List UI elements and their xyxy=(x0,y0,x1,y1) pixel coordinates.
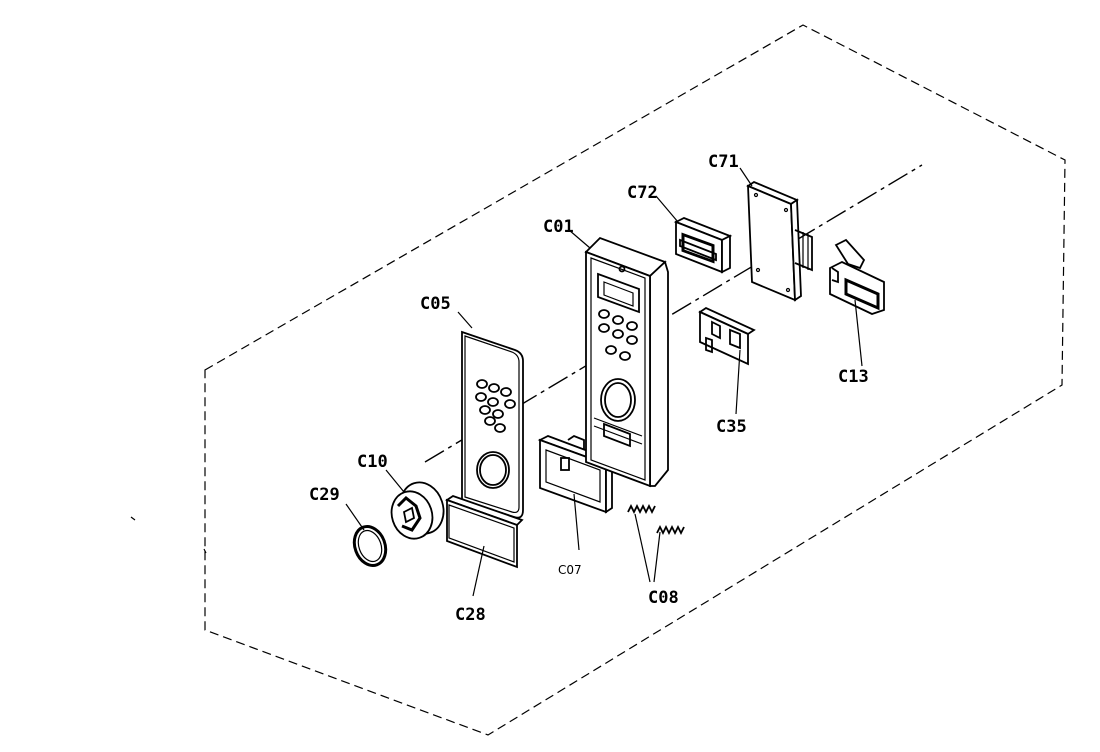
label-c10: C10 xyxy=(357,452,388,472)
label-c29: C29 xyxy=(309,485,340,505)
assembly-axis xyxy=(424,164,923,463)
part-c35-switch-plate xyxy=(698,306,756,366)
label-c07: C07 xyxy=(558,563,582,577)
part-c28-plate xyxy=(445,495,524,569)
part-c71-pcb xyxy=(746,180,813,302)
leader-lines xyxy=(345,167,863,597)
label-c72: C72 xyxy=(627,183,658,203)
part-c01-housing xyxy=(584,236,669,488)
part-c29-ring xyxy=(352,525,388,567)
label-c28: C28 xyxy=(455,605,486,625)
part-c08-springs xyxy=(627,503,685,536)
label-c08: C08 xyxy=(648,588,679,608)
label-c05: C05 xyxy=(420,294,451,314)
assembly-boundary xyxy=(204,24,1066,736)
label-c35: C35 xyxy=(716,417,747,437)
label-c01: C01 xyxy=(543,217,574,237)
part-c72-switch xyxy=(673,217,733,274)
stray-mark-2 xyxy=(203,548,207,554)
part-c13-lever xyxy=(829,238,885,315)
label-c71: C71 xyxy=(708,152,739,172)
part-c05-panel xyxy=(461,330,524,519)
stray-mark xyxy=(130,516,136,521)
part-c10-knob xyxy=(390,481,445,540)
label-c13: C13 xyxy=(838,367,869,387)
